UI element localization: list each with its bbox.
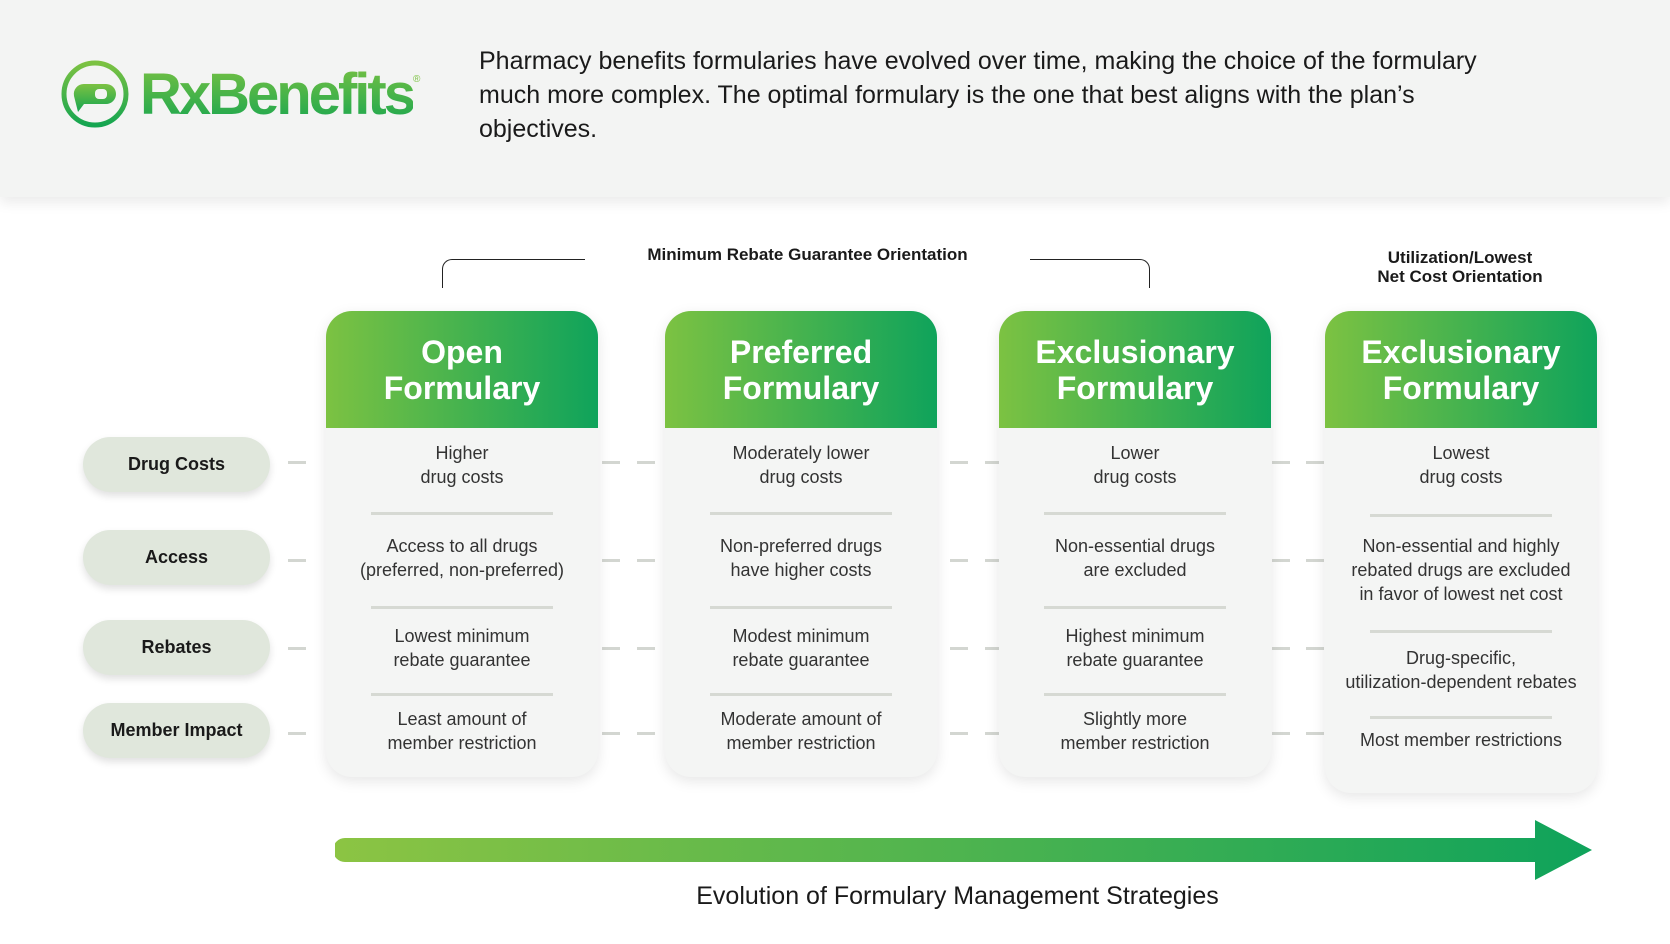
dash	[288, 461, 306, 464]
min-rebate-orientation-label: Minimum Rebate Guarantee Orientation	[585, 245, 1030, 265]
card-cell-member-impact: Most member restrictions	[1359, 730, 1563, 750]
dash	[637, 647, 655, 650]
description: Pharmacy benefits formularies have evolv…	[479, 47, 1477, 143]
dash	[1306, 732, 1324, 735]
card-cell-rebates: Lowest minimum rebate guarantee	[393, 626, 531, 670]
dash	[1272, 559, 1290, 562]
dash	[950, 461, 968, 464]
card-cell-rebates: Highest minimum rebate guarantee	[1065, 626, 1205, 670]
dash	[985, 461, 1003, 464]
card-cell-drug-costs: Higher drug costs	[420, 443, 504, 487]
dash	[602, 461, 620, 464]
utilization-orientation-label: Utilization/Lowest Net Cost Orientation	[1377, 248, 1543, 286]
registered-mark: ®	[412, 74, 421, 85]
dash	[950, 732, 968, 735]
dash	[602, 559, 620, 562]
divider	[710, 512, 892, 515]
row-label-access: Access	[83, 530, 270, 585]
dash	[1272, 461, 1290, 464]
divider	[1370, 514, 1552, 517]
dash	[602, 732, 620, 735]
card-cell-drug-costs: Lower drug costs	[1093, 443, 1177, 487]
pill-bubble-icon	[61, 60, 129, 128]
dash	[288, 647, 306, 650]
row-label-drug-costs: Drug Costs	[83, 437, 270, 492]
dash	[950, 647, 968, 650]
header: RxBenefits ® Pharmacy benefits formulari…	[0, 0, 1670, 197]
dash	[288, 559, 306, 562]
dash	[1272, 732, 1290, 735]
row-label-rebates: Rebates	[83, 620, 270, 675]
divider	[710, 693, 892, 696]
card-cell-drug-costs: Lowest drug costs	[1419, 443, 1503, 487]
card-cell-member-impact: Least amount of member restriction	[387, 709, 537, 753]
dash	[1306, 461, 1324, 464]
divider	[1044, 693, 1226, 696]
divider	[1044, 512, 1226, 515]
card-cell-rebates: Drug-specific, utilization-dependent reb…	[1345, 648, 1577, 692]
dash	[288, 732, 306, 735]
row-label-member-impact: Member Impact	[83, 703, 270, 758]
card-cell-access: Access to all drugs (preferred, non-pref…	[359, 536, 565, 580]
footer-title: Evolution of Formulary Management Strate…	[696, 882, 1219, 910]
card-cell-member-impact: Slightly more member restriction	[1060, 709, 1210, 753]
card-cell-access: Non-essential drugs are excluded	[1054, 536, 1216, 580]
rxbenefits-logo: RxBenefits ®	[60, 58, 420, 130]
dash	[637, 559, 655, 562]
divider	[371, 693, 553, 696]
divider	[1044, 606, 1226, 609]
card-cell-access: Non-essential and highly rebated drugs a…	[1351, 536, 1571, 604]
divider	[1370, 630, 1552, 633]
evolution-arrow	[335, 820, 1592, 880]
dash	[1272, 647, 1290, 650]
dash	[602, 647, 620, 650]
dash	[985, 559, 1003, 562]
dash	[1306, 559, 1324, 562]
dash	[950, 559, 968, 562]
dash	[985, 647, 1003, 650]
divider	[371, 512, 553, 515]
dash	[637, 732, 655, 735]
divider	[710, 606, 892, 609]
card-cell-rebates: Modest minimum rebate guarantee	[732, 626, 870, 670]
dash	[985, 732, 1003, 735]
divider	[1370, 716, 1552, 719]
dash	[637, 461, 655, 464]
divider	[371, 606, 553, 609]
dash	[1306, 647, 1324, 650]
card-cell-drug-costs: Moderately lower drug costs	[732, 443, 870, 487]
card-cell-access: Non-preferred drugs have higher costs	[719, 536, 883, 580]
card-cell-member-impact: Moderate amount of member restriction	[720, 709, 882, 753]
